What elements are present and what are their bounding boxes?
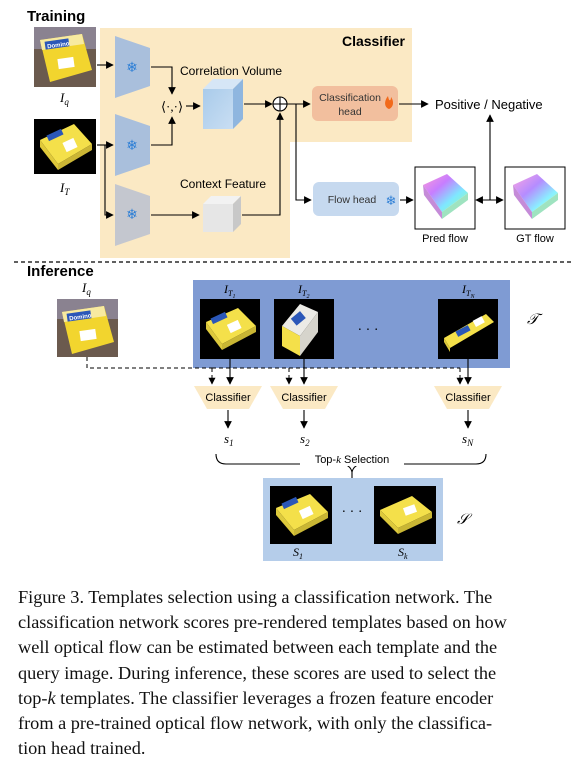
- template-label-n: ITN: [461, 282, 475, 300]
- selected-image-1: [270, 486, 332, 544]
- inference-section-label: Inference: [27, 263, 94, 280]
- correlation-volume-label: Correlation Volume: [180, 64, 282, 78]
- query-encoder: [115, 36, 150, 98]
- domino-brand-text: Domino: [47, 41, 70, 50]
- template-image-2: [274, 299, 334, 359]
- snowflake-icon: ❄: [126, 59, 138, 75]
- selected-label-k: Sk: [398, 545, 408, 561]
- template-label-2: IT2: [297, 282, 309, 300]
- pred-flow-image: [414, 166, 476, 230]
- snowflake-icon: ❄: [126, 206, 138, 222]
- classifier-label-n: Classifier: [445, 392, 491, 404]
- selected-set-symbol: 𝒮: [457, 512, 473, 528]
- inner-product-symbol: ⟨·,·⟩: [161, 99, 183, 114]
- figure-caption: Figure 3. Templates selection using a cl…: [18, 585, 574, 761]
- caption-line-1: Figure 3. Templates selection using a cl…: [18, 587, 493, 607]
- context-encoder: [115, 184, 150, 246]
- context-feature-cube: [203, 196, 241, 232]
- selected-image-k: [374, 486, 436, 544]
- template-label-1: IT1: [223, 282, 235, 300]
- classification-head-box: [312, 86, 398, 121]
- classifier-1: [194, 386, 262, 409]
- score-1: s1: [224, 431, 234, 448]
- training-section-label: Training: [27, 8, 85, 25]
- classification-head-label-line1: Classification: [319, 92, 381, 104]
- caption-line-2: classification network scores pre-render…: [18, 612, 507, 633]
- gt-flow-label: GT flow: [516, 233, 554, 245]
- template-image-1: [200, 299, 260, 359]
- domino-brand-text: Domino: [69, 313, 92, 322]
- snowflake-icon: ❄: [126, 137, 138, 153]
- training-template-label: IT: [59, 180, 70, 197]
- classifier-label-1: Classifier: [205, 392, 251, 404]
- flow-head-box: [313, 182, 399, 216]
- template-set-symbol: 𝒯: [527, 312, 543, 328]
- flow-head-label: Flow head: [328, 194, 377, 206]
- template-encoder: [115, 114, 150, 176]
- score-2: s2: [300, 431, 310, 448]
- classifier-region-label: Classifier: [342, 33, 406, 49]
- classification-head-label-line2: head: [338, 106, 362, 118]
- caption-line-4: query image. During inference, these sco…: [18, 662, 497, 683]
- classifier-label-2: Classifier: [281, 392, 327, 404]
- snowflake-icon: ❄: [386, 193, 397, 208]
- context-feature-label: Context Feature: [180, 177, 266, 191]
- training-query-label: Iq: [59, 90, 69, 107]
- training-query-image: Domino: [34, 27, 96, 87]
- caption-line-3: well optical flow can be estimated betwe…: [18, 637, 498, 658]
- selected-label-1: S1: [293, 545, 303, 561]
- caption-line-7: tion head trained.: [18, 738, 146, 759]
- caption-line-6: from a pre-trained optical flow network,…: [18, 713, 493, 734]
- training-template-image: [34, 119, 96, 174]
- positive-negative-label: Positive / Negative: [435, 97, 543, 112]
- template-image-n: [438, 299, 498, 359]
- template-ellipsis: · · ·: [358, 323, 379, 338]
- classifier-region: [100, 28, 412, 258]
- classifier-2: [270, 386, 338, 409]
- selected-ellipsis: · · ·: [342, 505, 363, 520]
- inference-query-label: Iq: [81, 280, 91, 297]
- classifier-n: [434, 386, 502, 409]
- gt-flow-image: [504, 166, 566, 230]
- correlation-volume-cube: [203, 79, 243, 129]
- inference-query-image: Domino: [57, 299, 118, 357]
- caption-line-5: top-k templates. The classifier leverage…: [18, 687, 494, 708]
- score-n: sN: [462, 431, 474, 448]
- flame-icon: [385, 96, 394, 109]
- pred-flow-label: Pred flow: [422, 233, 468, 245]
- topk-selection-label: Top-k Selection: [315, 454, 390, 466]
